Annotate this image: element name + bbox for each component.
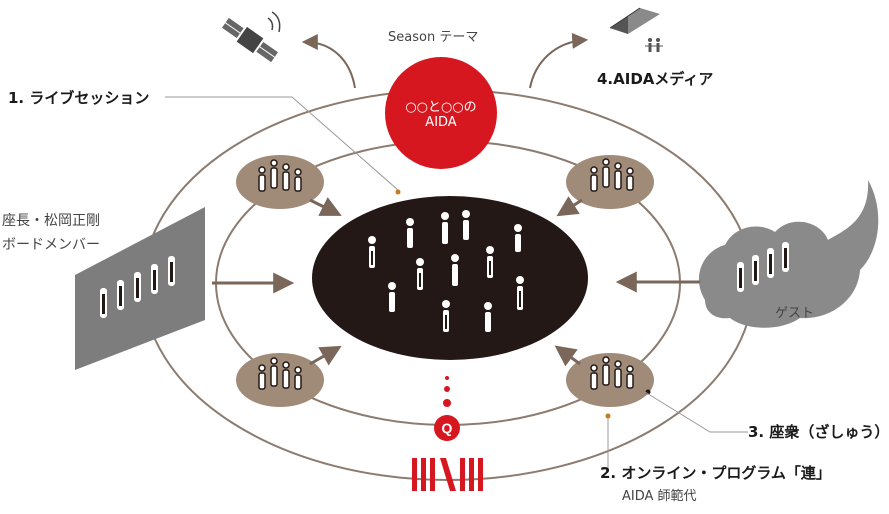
theme-circle-line2: AIDA [425, 115, 457, 130]
brand-logo-icon [412, 458, 483, 491]
guest-cloud [698, 180, 879, 328]
season-theme-label: Season テーマ [388, 30, 479, 45]
satellite-icon [221, 17, 279, 63]
dots-ellipsis [443, 376, 451, 407]
group-disc-bottom-right [566, 353, 654, 407]
curved-arrow-right [529, 32, 589, 89]
label-audience: 3. 座衆（ざしゅう） [748, 423, 889, 441]
arrow-group [212, 196, 700, 367]
label-live-session: 1. ライブセッション [8, 89, 150, 107]
theme-circle-line1: ○○と○○の [405, 100, 477, 115]
curved-arrow-left [301, 34, 356, 89]
group-disc-top-left [236, 155, 324, 209]
label-mentor: AIDA 師範代 [622, 489, 697, 504]
leader-lines [165, 96, 748, 471]
group-disc-bottom-left [236, 353, 324, 407]
label-media: 4.AIDAメディア [597, 70, 714, 88]
q-logo-icon: Q [434, 415, 460, 441]
signal-waves-icon [267, 11, 281, 33]
tent-icon [609, 7, 660, 34]
label-board: ボードメンバー [2, 237, 100, 253]
season-theme-circle [385, 57, 497, 169]
people-icon [645, 38, 663, 52]
svg-text:Q: Q [442, 420, 453, 436]
board-member-panel [75, 207, 205, 370]
label-guest: ゲスト [775, 306, 815, 321]
label-chair: 座長・松岡正剛 [2, 213, 100, 229]
label-online-program: 2. オンライン・プログラム「連」 [600, 464, 831, 482]
central-session-core [312, 196, 588, 360]
group-disc-top-right [566, 155, 654, 209]
